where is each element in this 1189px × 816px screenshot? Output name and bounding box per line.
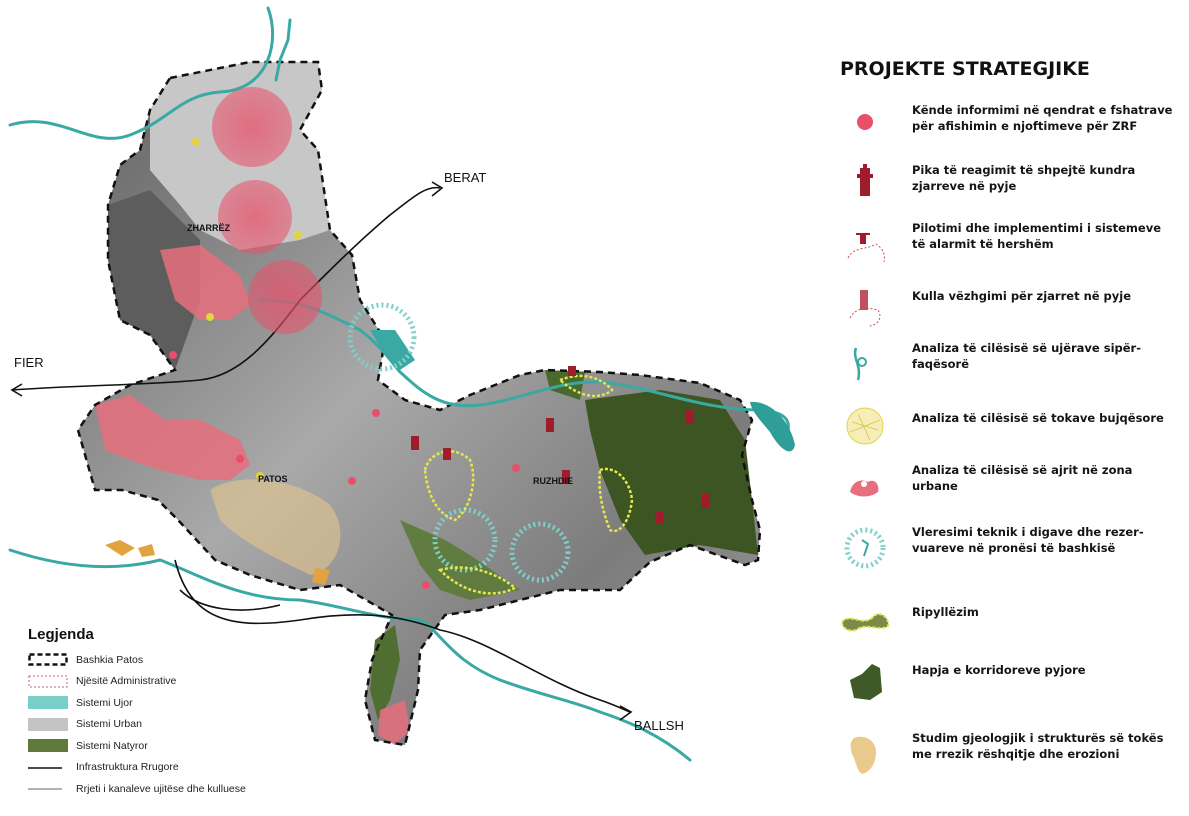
map-canvas: BERAT FIER BALLSH ZHARRËZ PATOS RUZHDIE [8,6,795,762]
fire-hydrant-icon [857,164,873,196]
label-line-2: të alarmit të hershëm [912,237,1054,251]
strategic-project-label: Ripyllëzim [912,604,1184,620]
legend-row: Sistemi Natyror [28,735,328,757]
alarm-system-icon [847,233,885,263]
geology-study-icon [850,736,876,774]
place-label-fier: FIER [14,355,44,370]
fire-station-markers [411,366,709,524]
legend-row: Njësitë Administrative [28,671,328,693]
road-arrows [10,181,633,721]
strategic-project-label: Kulla vëzhgimi për zjarret në pyje [912,288,1184,304]
legend-label: Sistemi Natyror [76,739,148,752]
strategic-project-label: Studim gjeologjik i strukturës së tokës m… [912,730,1184,762]
legend-label: Sistemi Urban [76,718,142,731]
legend-title: Legjenda [28,626,94,643]
label-line-2: për afishimin e njoftimeve për ZRF [912,119,1138,133]
label-line-1: Analiza të cilësisë së ajrit në zona [912,463,1133,477]
strategic-title: PROJEKTE STRATEGJIKE [840,58,1090,80]
legend-swatch [28,717,68,731]
info-zones [212,87,322,334]
strategic-project-label: Analiza të cilësisë së tokave bujqësore [912,410,1184,426]
legend-label: Rrjeti i kanaleve ujitëse dhe kulluese [76,782,246,795]
legend-swatch [28,696,68,710]
info-point-markers [169,351,520,589]
place-label-ruzhdie: RUZHDIE [533,476,573,486]
forest-corridor-icon [850,664,882,700]
legend-swatch [28,675,68,688]
place-label-ballsh: BALLSH [634,718,684,733]
label-line-1: Pika të reagimit të shpejtë kundra [912,163,1136,177]
label-line-1: Analiza të cilësisë së ujërave sipër- [912,341,1141,355]
legend-row: Sistemi Ujor [28,692,328,714]
legend-swatch [28,788,62,790]
strategic-project-label: Vleresimi teknik i digave dhe rezer-vuar… [912,524,1184,556]
place-label-berat: BERAT [444,170,486,185]
label-line-2: urbane [912,479,958,493]
legend-row: Infrastruktura Rrugore [28,757,328,779]
soil-quality-icon [846,407,884,445]
label-line-1: Hapja e korridoreve pyjore [912,663,1086,677]
strategic-project-label: Pilotimi dhe implementimi i sistemeve të … [912,220,1184,252]
place-label-zharrez: ZHARRËZ [187,223,230,233]
label-line-1: Vleresimi teknik i digave dhe rezer- [912,525,1144,539]
lake [750,401,795,452]
strategic-project-label: Kënde informimi në qendrat e fshatrave pë… [912,102,1184,134]
info-point-icon [857,114,873,130]
legend-label: Njësitë Administrative [76,675,177,688]
label-line-2: vuareve në pronësi të bashkisë [912,541,1116,555]
watchtower-icon [849,290,881,327]
place-label-patos: PATOS [258,474,288,484]
dam-assessment-icon [844,527,886,569]
strategic-projects-panel: PROJEKTE STRATEGJIKE Kënde informimi në … [840,58,1185,774]
strategic-project-label: Pika të reagimit të shpejtë kundra zjarre… [912,162,1184,194]
strategic-project-label: Analiza të cilësisë së ajrit në zona urba… [912,462,1184,494]
legend-swatch [28,739,68,753]
reforestation-icon [840,613,890,632]
legend-row: Rrjeti i kanaleve ujitëse dhe kulluese [28,778,328,800]
legend-label: Infrastruktura Rrugore [76,761,179,774]
municipality-boundary [76,60,762,747]
legend-row: Sistemi Urban [28,714,328,736]
water-quality-icon [853,347,867,381]
label-line-2: faqësorë [912,357,970,371]
air-quality-icon [850,480,879,497]
label-line-1: Ripyllëzim [912,605,979,619]
geology-fragments [105,540,330,585]
legend-swatch [28,653,68,666]
legend-swatch [28,767,62,769]
strategic-project-label: Hapja e korridoreve pyjore [912,662,1184,678]
label-line-1: Pilotimi dhe implementimi i sistemeve [912,221,1161,235]
label-line-1: Kulla vëzhgimi për zjarret në pyje [912,289,1132,303]
label-line-2: me rrezik rëshqitje dhe erozioni [912,747,1120,761]
strategic-project-label: Analiza të cilësisë së ujërave sipër-faq… [912,340,1184,372]
legend-label: Sistemi Ujor [76,696,133,709]
legend-label: Bashkia Patos [76,653,144,666]
geology-zone [210,479,341,575]
label-line-1: Studim gjeologjik i strukturës së tokës [912,731,1164,745]
soil-analysis-pins [192,138,302,480]
label-line-1: Kënde informimi në qendrat e fshatrave [912,103,1173,117]
urban-zones [95,245,410,745]
label-line-1: Analiza të cilësisë së tokave bujqësore [912,411,1164,425]
legend-row: Bashkia Patos [28,649,328,671]
label-line-2: zjarreve në pyje [912,179,1017,193]
